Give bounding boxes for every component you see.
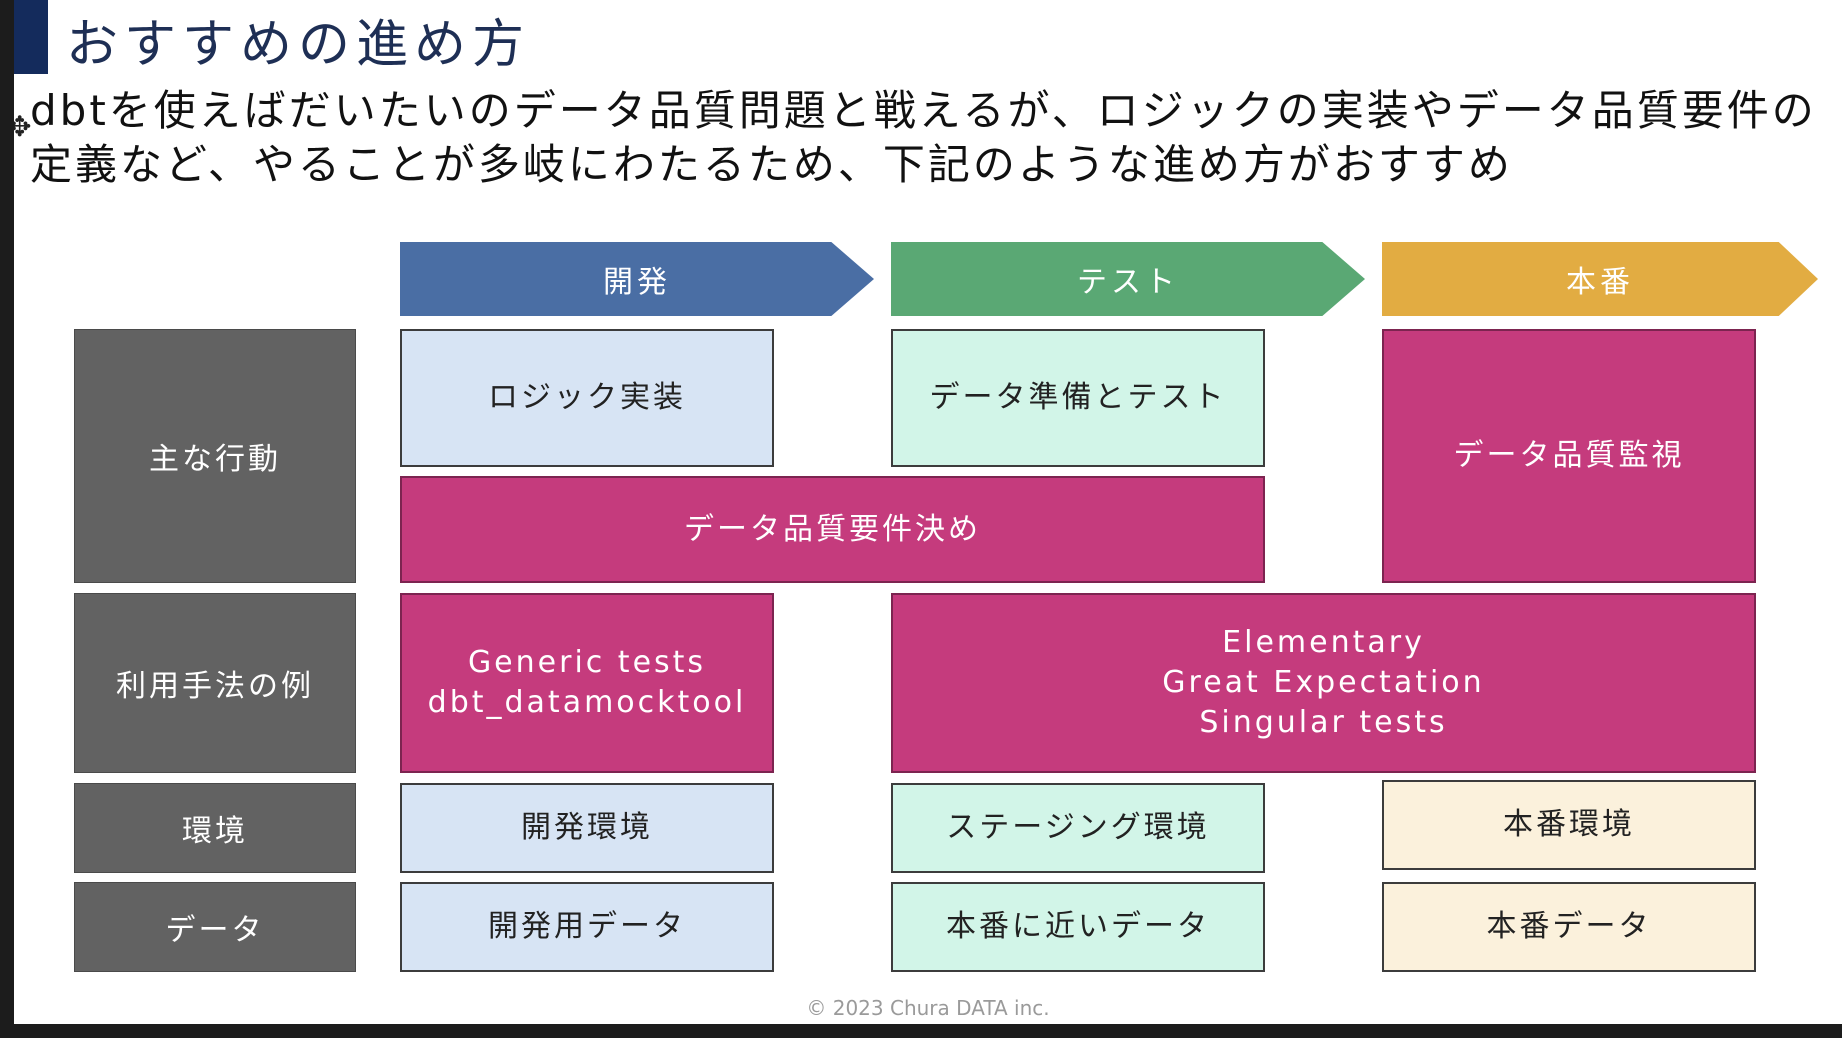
cell-data-prep-test-text: データ準備とテスト xyxy=(929,380,1227,415)
cell-prod-data-text: 本番データ xyxy=(1486,909,1652,944)
row-label-methods: 利用手法の例 xyxy=(74,593,356,773)
cell-near-prod-data: 本番に近いデータ xyxy=(891,882,1265,972)
cell-prod-env: 本番環境 xyxy=(1382,780,1756,870)
cell-staging-env: ステージング環境 xyxy=(891,783,1265,873)
phase-dev-arrow: 開発 xyxy=(400,242,874,316)
cell-staging-env-text: ステージング環境 xyxy=(946,810,1210,845)
row-label-data-text: データ xyxy=(165,913,265,948)
method-great-expectation: Great Expectation xyxy=(1162,665,1485,700)
row-label-data: データ xyxy=(74,882,356,972)
cell-quality-requirements: データ品質要件決め xyxy=(400,476,1265,583)
phase-prod-label: 本番 xyxy=(1566,265,1634,300)
title-accent-bar xyxy=(14,0,48,74)
mouse-cursor-icon: ✥ xyxy=(14,110,32,143)
cell-dev-data-text: 開発用データ xyxy=(488,909,686,944)
cell-quality-monitoring: データ品質監視 xyxy=(1382,329,1756,583)
row-label-actions: 主な行動 xyxy=(74,329,356,583)
method-singular-tests: Singular tests xyxy=(1199,705,1448,740)
method-dbt-datamocktool: dbt_datamocktool xyxy=(427,685,747,720)
cell-logic-implementation: ロジック実装 xyxy=(400,329,774,467)
cell-dev-env: 開発環境 xyxy=(400,783,774,873)
phase-dev-label: 開発 xyxy=(603,265,671,300)
slide: おすすめの進め方 ✥ dbtを使えばだいたいのデータ品質問題と戦えるが、ロジック… xyxy=(14,0,1842,1024)
cell-quality-requirements-text: データ品質要件決め xyxy=(684,511,981,547)
cell-prod-data: 本番データ xyxy=(1382,882,1756,972)
cell-dev-methods: Generic tests dbt_datamocktool xyxy=(400,593,774,773)
method-elementary: Elementary xyxy=(1222,625,1425,660)
cell-near-prod-data-text: 本番に近いデータ xyxy=(946,909,1210,944)
cell-test-prod-methods: Elementary Great Expectation Singular te… xyxy=(891,593,1756,773)
cell-data-prep-test: データ準備とテスト xyxy=(891,329,1265,467)
cell-logic-implementation-text: ロジック実装 xyxy=(488,380,686,415)
slide-subtitle: dbtを使えばだいたいのデータ品質問題と戦えるが、ロジックの実装やデータ品質要件… xyxy=(30,86,1817,189)
phase-test-label: テスト xyxy=(1077,265,1179,300)
cell-prod-env-text: 本番環境 xyxy=(1503,807,1635,842)
screen-bottom-edge xyxy=(0,1024,1842,1038)
row-label-methods-text: 利用手法の例 xyxy=(116,669,314,704)
row-label-env-text: 環境 xyxy=(182,814,248,849)
row-label-actions-text: 主な行動 xyxy=(149,442,281,477)
phase-prod-arrow: 本番 xyxy=(1382,242,1818,316)
screen-left-edge xyxy=(0,0,14,1038)
copyright-notice: © 2023 Chura DATA inc. xyxy=(806,996,1050,1020)
phase-test-arrow: テスト xyxy=(891,242,1365,316)
method-generic-tests: Generic tests xyxy=(467,645,707,680)
cell-dev-env-text: 開発環境 xyxy=(521,810,653,845)
cell-quality-monitoring-text: データ品質監視 xyxy=(1453,438,1685,473)
row-label-env: 環境 xyxy=(74,783,356,873)
cell-dev-data: 開発用データ xyxy=(400,882,774,972)
slide-title: おすすめの進め方 xyxy=(66,15,531,75)
